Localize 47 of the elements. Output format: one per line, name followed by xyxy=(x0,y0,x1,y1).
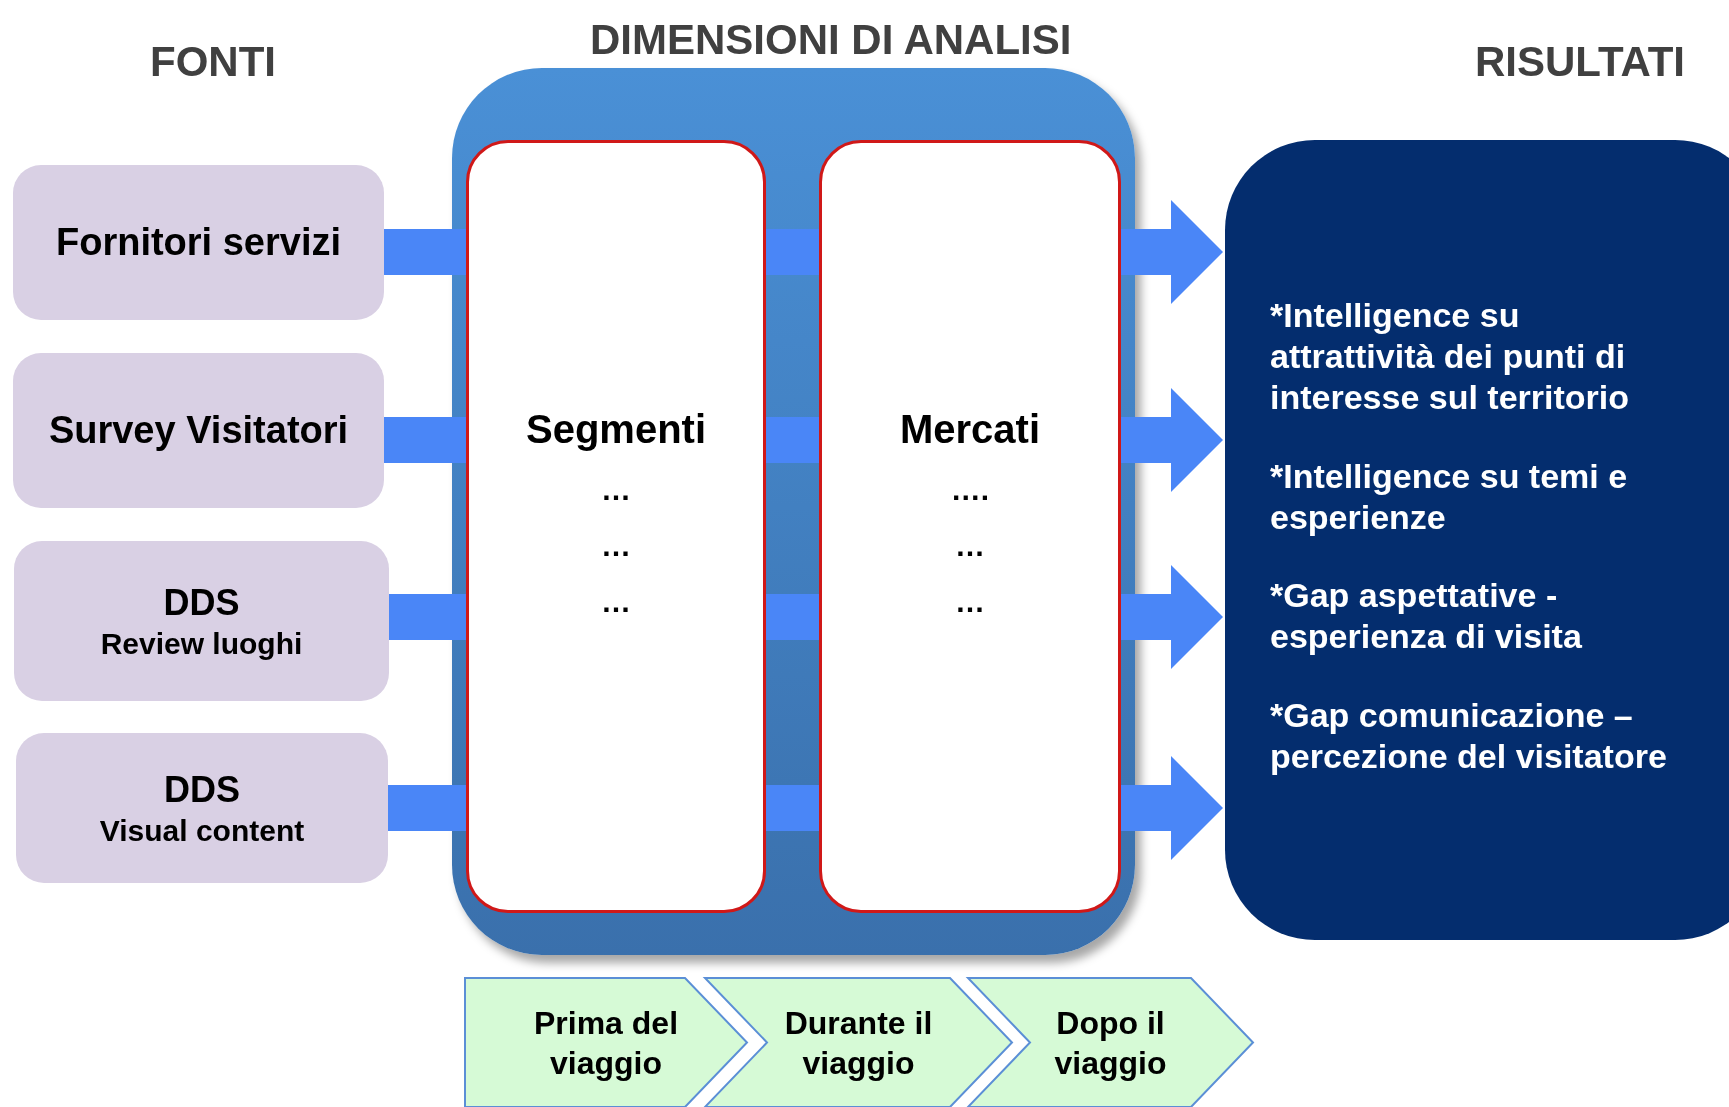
ellipsis-text: …. xyxy=(950,471,990,508)
connector-bar xyxy=(389,594,466,640)
connector-bar xyxy=(766,785,819,831)
chevron-shape xyxy=(968,978,1253,1107)
connector-bar xyxy=(766,229,819,275)
block-arrow xyxy=(1121,565,1223,669)
result-text: *Gap aspettative - esperienza di visita xyxy=(1270,575,1583,657)
block-arrow xyxy=(1121,200,1223,304)
connector-bar xyxy=(388,785,466,831)
dimension-box xyxy=(819,140,1121,913)
block-arrow xyxy=(1121,388,1223,492)
source-label: Survey Visitatori xyxy=(48,407,349,453)
result-text: *Intelligence su temi e esperienze xyxy=(1270,455,1629,538)
source-detail: Visual content xyxy=(99,812,305,849)
source-label: Fornitori servizi xyxy=(55,219,342,265)
source-label: DDS xyxy=(164,767,240,812)
dimension-box xyxy=(466,140,766,913)
ellipsis-text: … xyxy=(601,527,631,564)
connector-bar xyxy=(766,417,819,463)
phase-label: Prima del viaggio xyxy=(532,1003,680,1083)
dimension-title: Mercati xyxy=(899,405,1041,453)
container-panel xyxy=(452,68,1135,955)
column-heading: DIMENSIONI DI ANALISI xyxy=(590,15,1072,65)
phase-label: Dopo il viaggio xyxy=(1053,1003,1168,1083)
dimension-title: Segmenti xyxy=(525,405,706,453)
connector-bar xyxy=(766,594,819,640)
ellipsis-text: … xyxy=(601,583,631,620)
connector-bar xyxy=(384,229,466,275)
ellipsis-text: … xyxy=(601,471,631,508)
source-detail: Review luoghi xyxy=(100,625,303,662)
source-label: DDS xyxy=(163,580,240,625)
source-box xyxy=(16,733,388,883)
result-text: *Gap comunicazione – percezione del visitatore xyxy=(1270,695,1668,777)
column-heading: FONTI xyxy=(150,37,276,87)
source-box xyxy=(13,353,384,508)
ellipsis-text: … xyxy=(955,527,985,564)
source-box xyxy=(14,541,389,701)
chevron-shape xyxy=(705,978,1012,1107)
block-arrow xyxy=(1121,756,1223,860)
ellipsis-text: … xyxy=(955,583,985,620)
result-text: *Intelligence su attrattività dei punti di interesse sul territorio xyxy=(1270,295,1630,418)
column-heading: RISULTATI xyxy=(1475,37,1685,87)
phase-label: Durante il viaggio xyxy=(783,1003,934,1083)
connector-bar xyxy=(384,417,466,463)
chevron-shape xyxy=(465,978,747,1107)
results-panel xyxy=(1225,140,1729,940)
source-box xyxy=(13,165,384,320)
